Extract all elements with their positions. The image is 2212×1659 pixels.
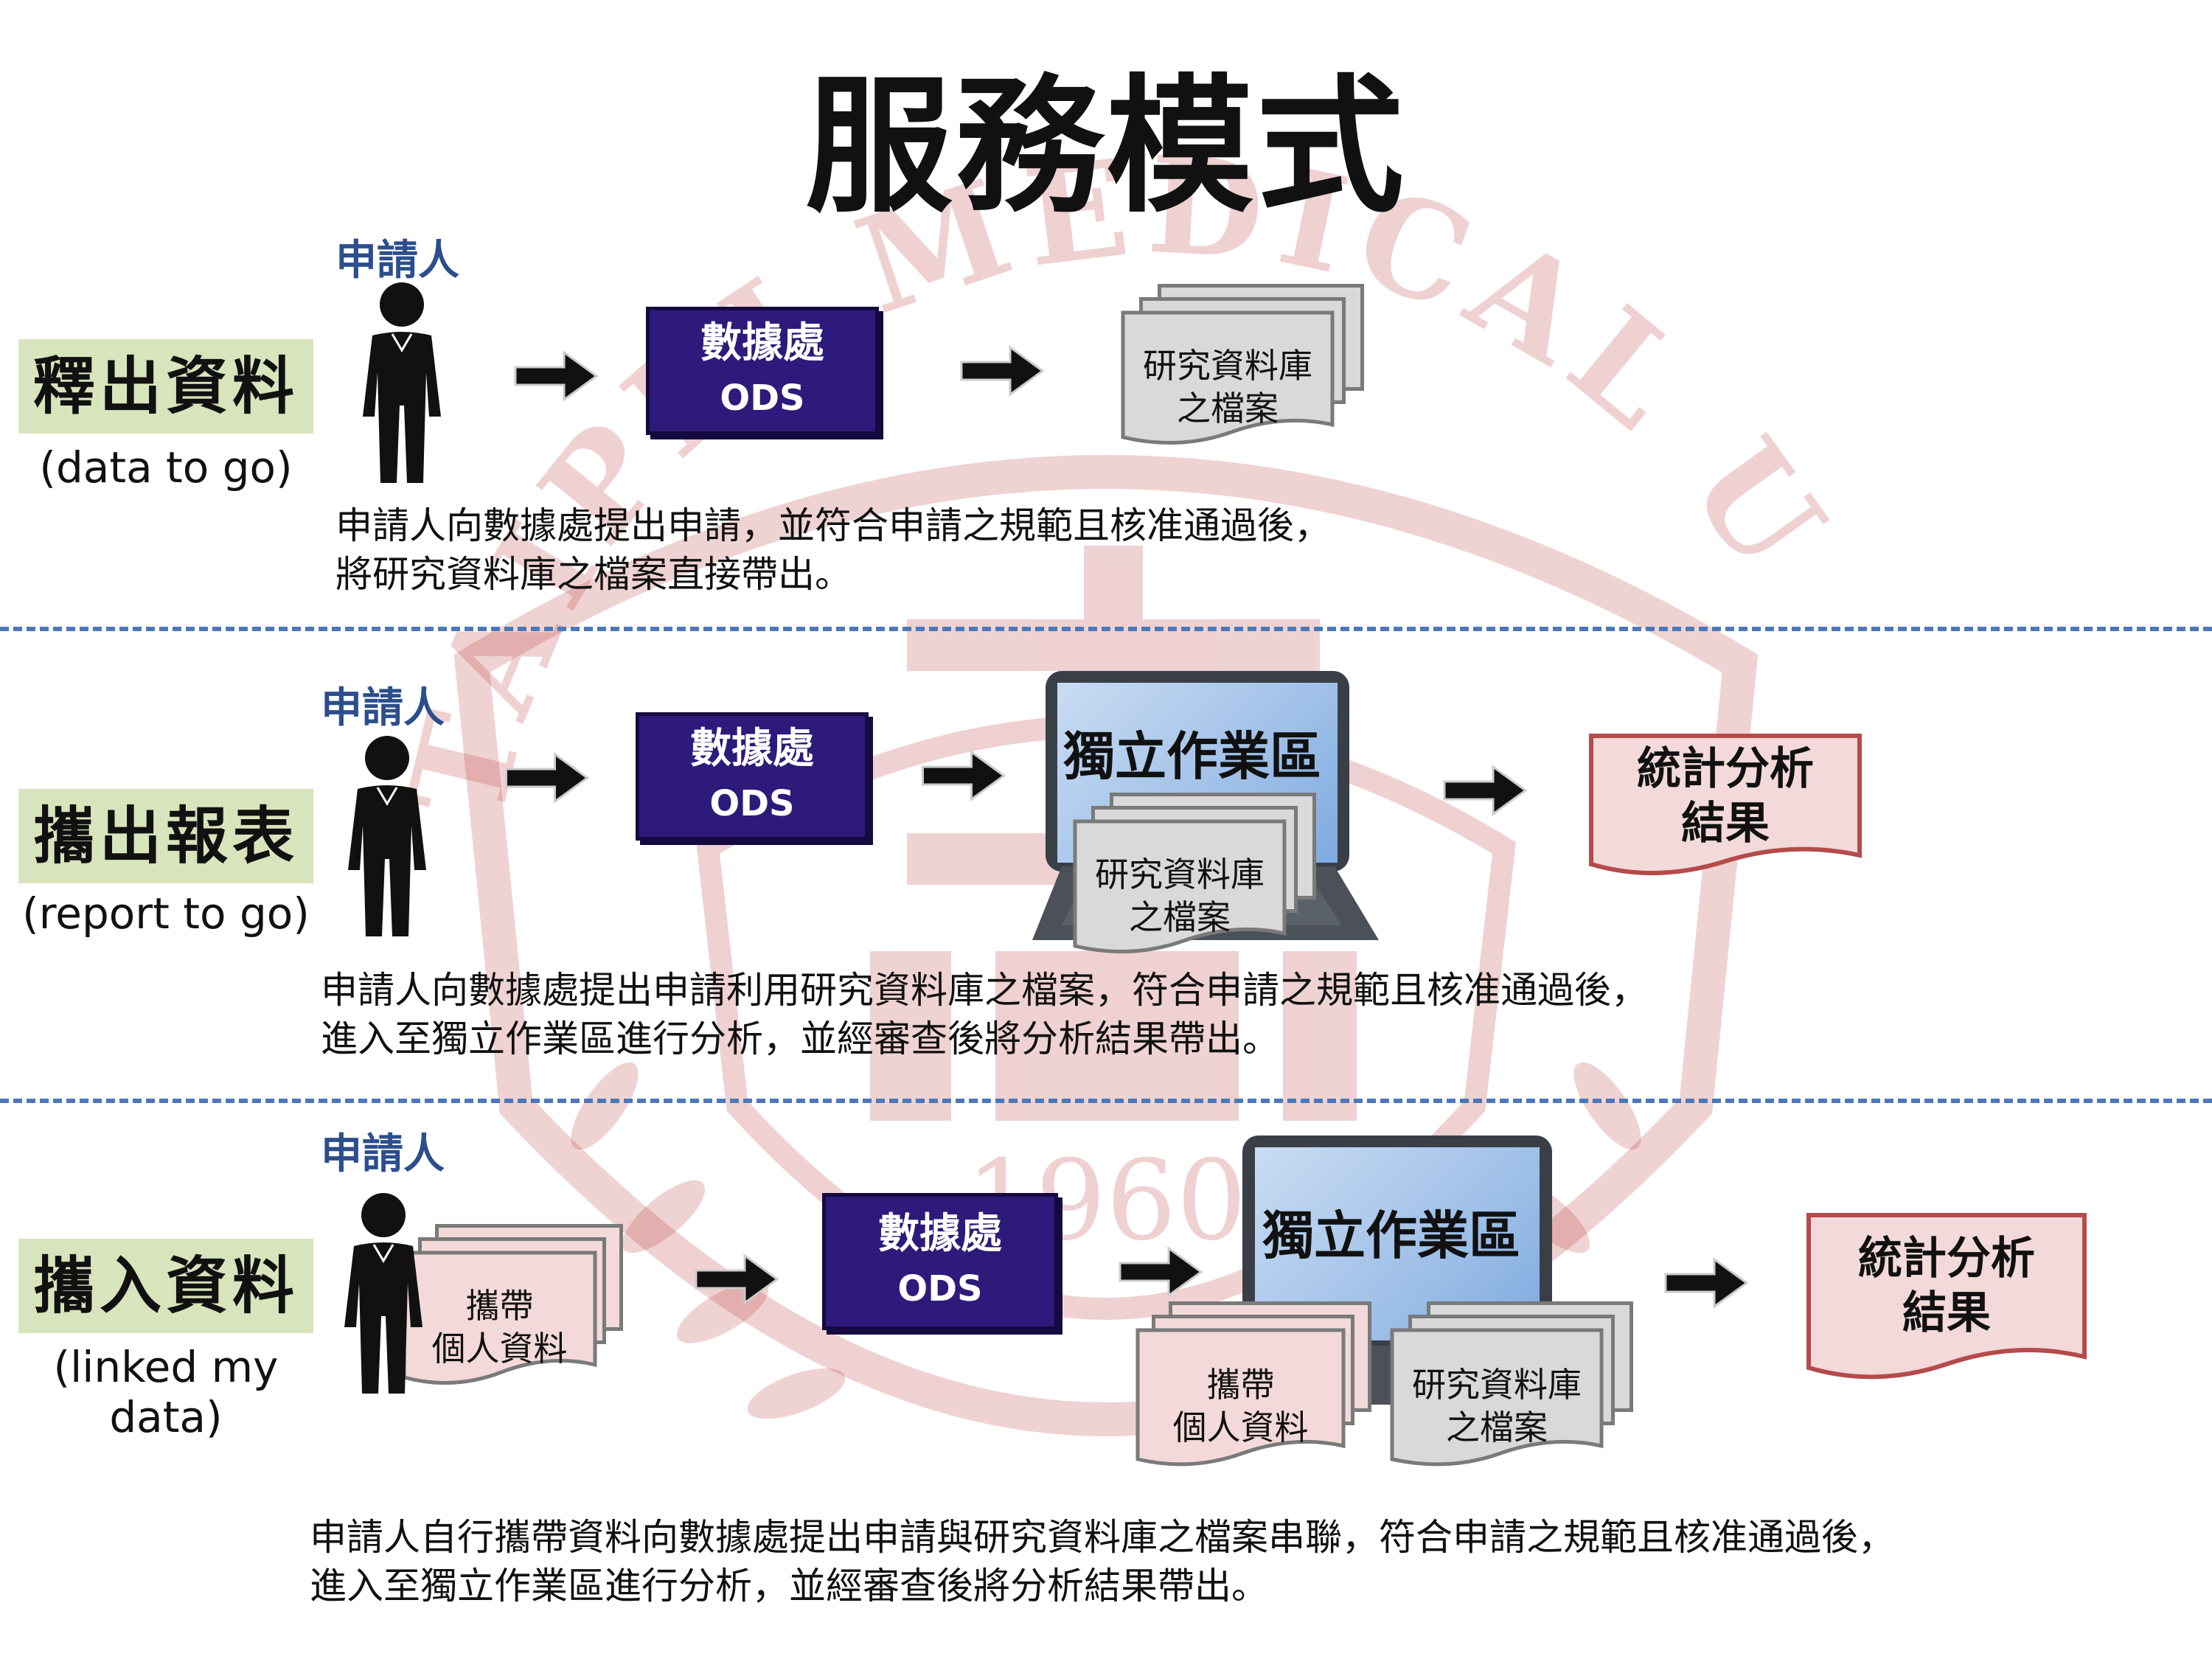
laptop-workspace-3: 獨立作業區 攜帶 個人資料 研究資料庫 之檔案: [1135, 1135, 1652, 1504]
section-sub-2: (report to go): [22, 888, 310, 939]
section-label-1: 釋出資料: [18, 339, 313, 434]
arrow-right-icon: [922, 750, 1006, 801]
arrow-right-icon: [695, 1253, 779, 1305]
ods-box-code: ODS: [720, 378, 805, 419]
applicant-label-3: 申請人: [321, 1130, 445, 1178]
ods-box-title: 數據處: [690, 725, 814, 773]
description-line: 將研究資料庫之檔案直接帶出。: [335, 553, 852, 596]
description-line: 申請人向數據處提出申請利用研究資料庫之檔案，符合申請之規範且核准通過後，: [321, 969, 1648, 1012]
person-icon-3: [344, 1193, 422, 1394]
result-document-2: 統計分析 結果: [1585, 730, 1865, 892]
carry-data-title: 攜帶: [1206, 1365, 1275, 1405]
arrow-right-icon: [514, 350, 599, 402]
result-document-3: 統計分析 結果: [1803, 1209, 2090, 1401]
carry-data-stack-2: 攜帶 個人資料: [1135, 1301, 1371, 1486]
applicant-label-1: 申請人: [335, 237, 459, 285]
db-file-stack-3: 研究資料庫 之檔案: [1390, 1301, 1633, 1486]
ods-box-code: ODS: [709, 783, 795, 824]
ods-box-title: 數據處: [878, 1210, 1002, 1258]
db-file-stack-1: 研究資料庫 之檔案: [1121, 284, 1364, 461]
db-file-stack-2: 研究資料庫 之檔案: [1073, 793, 1316, 970]
ods-box-title: 數據處: [700, 319, 824, 367]
description-3: 申請人自行攜帶資料向數據處提出申請與研究資料庫之檔案串聯，符合申請之規範且核准通…: [310, 1513, 1895, 1610]
result-title: 統計分析: [1637, 743, 1814, 795]
description-line: 進入至獨立作業區進行分析，並經審查後將分析結果帶出。: [310, 1565, 1268, 1607]
applicant-label-2: 申請人: [321, 684, 445, 732]
db-file-suffix: 之檔案: [1446, 1408, 1548, 1447]
person-icon-1: [363, 282, 441, 483]
workspace-title: 獨立作業區: [1063, 726, 1321, 787]
description-line: 申請人向數據處提出申請，並符合申請之規範且核准通過後，: [335, 504, 1331, 547]
arrow-right-icon: [1119, 1246, 1203, 1298]
person-icon-2: [348, 736, 426, 936]
ods-box-2: 數據處 ODS: [636, 712, 869, 841]
result-subtitle: 結果: [1902, 1287, 1991, 1339]
section-sub-3: (linked my data): [53, 1342, 279, 1442]
arrow-right-icon: [1443, 765, 1528, 816]
section-divider: [0, 627, 2212, 631]
section-label-2: 攜出報表: [18, 789, 313, 883]
description-line: 申請人自行攜帶資料向數據處提出申請與研究資料庫之檔案串聯，符合申請之規範且核准通…: [310, 1516, 1895, 1559]
arrow-right-icon: [1664, 1257, 1749, 1309]
carry-data-title: 攜帶: [465, 1286, 534, 1326]
db-file-name: 研究資料庫: [1143, 346, 1312, 386]
db-file-name: 研究資料庫: [1412, 1365, 1582, 1405]
workspace-title: 獨立作業區: [1262, 1206, 1520, 1266]
ods-box-3: 數據處 ODS: [822, 1193, 1058, 1330]
carry-data-subtitle: 個人資料: [1172, 1408, 1309, 1447]
result-title: 統計分析: [1858, 1233, 2035, 1284]
description-2: 申請人向數據處提出申請利用研究資料庫之檔案，符合申請之規範且核准通過後， 進入至…: [321, 966, 1648, 1063]
ods-box-code: ODS: [897, 1268, 983, 1310]
section-label-3: 攜入資料: [18, 1239, 313, 1333]
page-title: 服務模式: [804, 61, 1407, 233]
db-file-suffix: 之檔案: [1177, 389, 1279, 428]
carry-data-stack-1: 攜帶 個人資料: [402, 1224, 623, 1401]
result-subtitle: 結果: [1681, 798, 1770, 849]
description-1: 申請人向數據處提出申請，並符合申請之規範且核准通過後， 將研究資料庫之檔案直接帶…: [335, 501, 1331, 599]
description-line: 進入至獨立作業區進行分析，並經審查後將分析結果帶出。: [321, 1018, 1279, 1060]
db-file-name: 研究資料庫: [1095, 855, 1265, 894]
arrow-right-icon: [505, 752, 590, 804]
db-file-suffix: 之檔案: [1129, 897, 1231, 937]
carry-data-subtitle: 個人資料: [431, 1329, 568, 1368]
section-sub-1: (data to go): [39, 442, 293, 493]
section-divider: [0, 1099, 2212, 1103]
arrow-right-icon: [960, 345, 1045, 397]
laptop-workspace-2: 獨立作業區 研究資料庫 之檔案: [1032, 671, 1386, 966]
ods-box-1: 數據處 ODS: [646, 307, 879, 435]
